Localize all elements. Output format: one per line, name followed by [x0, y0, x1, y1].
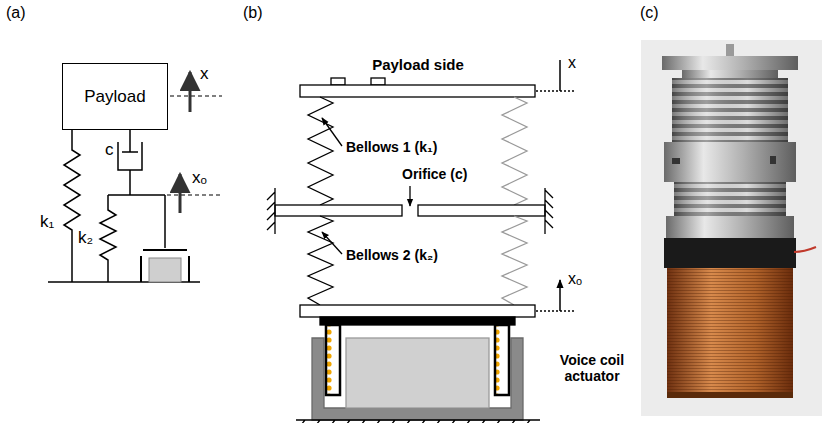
- leader-arrow: [409, 186, 410, 206]
- actuator-body: [149, 258, 181, 282]
- neck: [682, 70, 778, 78]
- motion-arrow: [179, 174, 182, 213]
- panel-label: (a): [6, 4, 26, 22]
- actuator-cup: [141, 250, 189, 282]
- lower-ring: [666, 216, 794, 238]
- damping-label: c: [105, 140, 114, 160]
- top-flange: [662, 56, 798, 70]
- photo-ground: [641, 40, 822, 416]
- bellows-2: [308, 216, 333, 305]
- magnet: [346, 338, 489, 408]
- stiffness-label: k₁: [40, 212, 54, 232]
- spring-k1: [64, 130, 80, 282]
- stiffness-label: k₂: [78, 228, 93, 248]
- black-ring: [664, 238, 796, 268]
- part-label: Bellows 2 (k₂): [346, 247, 438, 263]
- leader-arrow: [322, 232, 342, 254]
- panel-label: (b): [243, 4, 263, 22]
- motion-arrow: [559, 60, 561, 311]
- bellows-photo: [672, 78, 788, 142]
- reference-line: [170, 95, 222, 96]
- bellows-1: [308, 97, 333, 205]
- bolt: [331, 78, 345, 85]
- reference-line: [167, 194, 222, 195]
- hole: [770, 156, 776, 164]
- part-label: Payload side: [372, 56, 464, 73]
- motion-label: xₒ: [568, 270, 582, 288]
- bellows-shade: [672, 78, 788, 142]
- part-label: Bellows 1 (k₁): [346, 139, 437, 155]
- motion-label: x: [200, 64, 209, 84]
- part-label: Voice coil actuator: [546, 352, 638, 384]
- coil-windings: [667, 268, 793, 396]
- coil-edge: [667, 392, 793, 398]
- hole: [672, 158, 680, 164]
- ground-hatch: [296, 420, 540, 423]
- coil: [326, 325, 340, 395]
- box-text: Payload: [84, 87, 145, 107]
- wire: [794, 247, 816, 252]
- coil: [495, 325, 509, 395]
- payload-box: Payload: [62, 63, 168, 130]
- actuator-housing: [312, 338, 523, 420]
- bellows-1: [502, 97, 527, 205]
- bellows-photo: [674, 182, 786, 216]
- motion-label: xₒ: [192, 168, 207, 188]
- panel-label: (c): [640, 4, 659, 22]
- bellows-shade: [674, 182, 786, 216]
- bolt: [371, 78, 385, 85]
- spring-k2: [100, 195, 116, 282]
- leader-arrow: [322, 118, 342, 146]
- orifice-plate: [275, 205, 402, 216]
- coil-cap: [320, 317, 515, 325]
- orifice-plate: [418, 205, 545, 216]
- copper-coil: [667, 268, 793, 396]
- bellows-2: [502, 216, 527, 305]
- damper-link: [108, 170, 165, 195]
- part-label: Orifice (c): [402, 166, 467, 182]
- stud: [726, 44, 734, 56]
- actuator-link: [164, 195, 166, 248]
- mid-ring: [664, 142, 796, 182]
- cross-section-b: [267, 60, 576, 423]
- motion-arrow: [189, 72, 192, 112]
- payload-plate: [300, 85, 535, 97]
- photo-c: [641, 40, 822, 416]
- motion-label: x: [568, 54, 576, 72]
- damper-cup: [118, 142, 142, 170]
- base-plate: [300, 305, 535, 317]
- damper-rod: [122, 130, 138, 152]
